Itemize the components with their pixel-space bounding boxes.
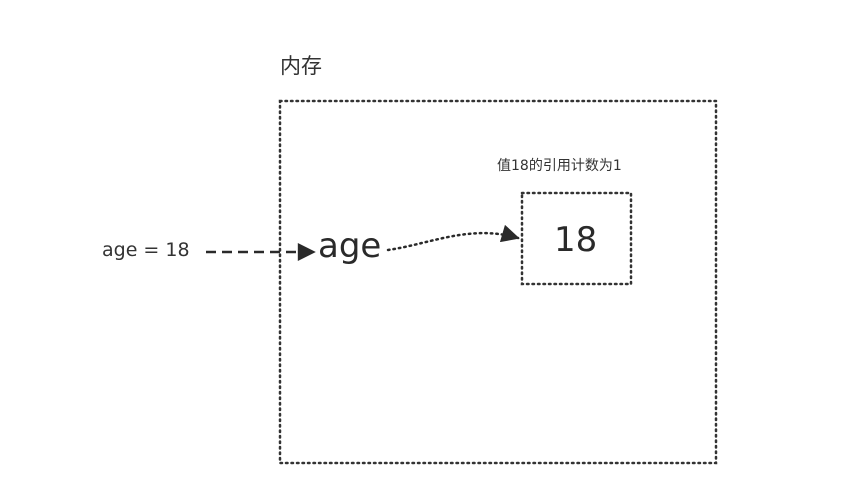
memory-title: 内存 bbox=[280, 54, 322, 78]
object-value: 18 bbox=[554, 220, 598, 260]
reference-arrow bbox=[386, 224, 520, 252]
value-object-box bbox=[520, 191, 633, 286]
refcount-label: 值18的引用计数为1 bbox=[497, 158, 622, 174]
assignment-statement: age = 18 bbox=[102, 239, 190, 261]
memory-region-box bbox=[278, 99, 718, 465]
variable-name: age bbox=[318, 226, 382, 266]
